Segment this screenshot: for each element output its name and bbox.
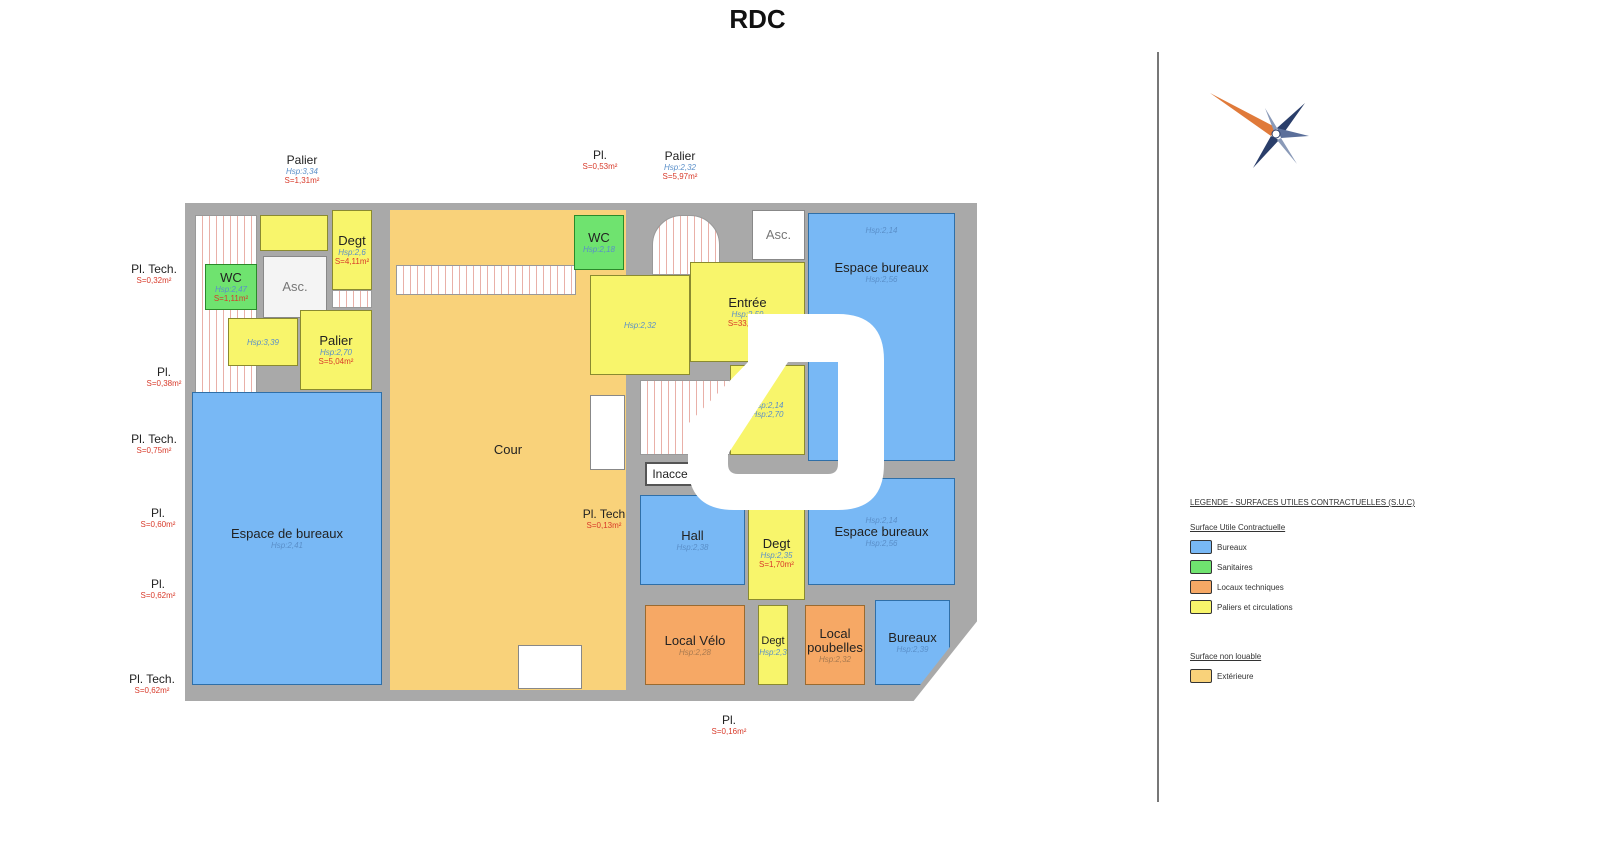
legend-swatch <box>1190 669 1212 683</box>
steps-cour <box>396 265 576 295</box>
room-palier-mid: Palier Hsp:2,70 S=5,04m² <box>300 310 372 390</box>
room-corridor: Hsp:2,32 <box>590 275 690 375</box>
annotation-pl-tech-2: Pl. Tech. S=0,75m² <box>131 432 177 455</box>
elevator-left: Asc. <box>263 256 327 318</box>
legend-item-locaux-techniques: Locaux techniques <box>1190 580 1415 594</box>
room-local-velo: Local Vélo Hsp:2,28 <box>645 605 745 685</box>
annotation-pl-tech-1: Pl. Tech. S=0,32m² <box>131 262 177 285</box>
legend-group-non-louable: Surface non louable <box>1190 652 1262 661</box>
room-degt-bottom: Degt Hsp:2,3 <box>758 605 788 685</box>
room-wc-left: WC Hsp:2,47 S=1,11m² <box>205 264 257 310</box>
legend-title: LEGENDE - SURFACES UTILES CONTRACTUELLES… <box>1190 498 1415 507</box>
room-local-poubelles: Local poubelles Hsp:2,32 <box>805 605 865 685</box>
divider-line <box>1157 52 1159 802</box>
light-well <box>590 395 625 470</box>
room-degt-mid: Degt Hsp:2,35 S=1,70m² <box>748 505 805 600</box>
cour-opening <box>518 645 582 689</box>
annotation-pl-2: Pl. S=0,60m² <box>140 506 176 529</box>
elevator-right: Asc. <box>752 210 805 260</box>
compass-rose-icon <box>1210 93 1309 168</box>
legend: LEGENDE - SURFACES UTILES CONTRACTUELLES… <box>1190 498 1415 689</box>
annotation-pl-top: Pl. S=0,53m² <box>582 148 618 171</box>
legend-swatch <box>1190 600 1212 614</box>
page-title: RDC <box>729 4 786 34</box>
legend-swatch <box>1190 540 1212 554</box>
room-espace-de-bureaux: Espace de bureaux Hsp:2,41 <box>192 392 382 685</box>
legend-group-suc: Surface Utile Contractuelle <box>1190 523 1286 532</box>
brand-logo-watermark-icon <box>688 314 884 510</box>
legend-item-paliers: Paliers et circulations <box>1190 600 1415 614</box>
palier-top-left <box>260 215 328 251</box>
annotation-pl-bottom: Pl. S=0,16m² <box>711 713 747 736</box>
room-degt-top: Degt Hsp:2,6 S=4,11m² <box>332 210 372 290</box>
room-palier-small: Hsp:3,39 <box>228 318 298 366</box>
legend-item-sanitaires: Sanitaires <box>1190 560 1415 574</box>
room-hall: Hall Hsp:2,38 <box>640 495 745 585</box>
room-label-group: Espace bureaux Hsp:2,56 <box>834 260 929 285</box>
annotation-pl-tech-3: Pl. Tech. S=0,62m² <box>129 672 175 695</box>
annotation-pl-tech-cour: Pl. Tech S=0,13m² <box>582 507 626 530</box>
annotation-palier-top-left: Palier Hsp:3,34 S=1,31m² <box>284 153 320 185</box>
legend-item-bureaux: Bureaux <box>1190 540 1415 554</box>
legend-swatch <box>1190 580 1212 594</box>
steps <box>332 290 372 308</box>
legend-swatch <box>1190 560 1212 574</box>
room-bureaux: Bureaux Hsp:2,39 <box>875 600 950 685</box>
annotation-pl-3: Pl. S=0,62m² <box>140 577 176 600</box>
legend-item-exterieure: Extérieure <box>1190 669 1415 683</box>
annotation-pl-1: Pl. S=0,38m² <box>146 365 182 388</box>
room-wc-right: WC Hsp:2,18 <box>574 215 624 270</box>
room-inaccessible: Inacce <box>645 462 695 486</box>
annotation-palier-top: Palier Hsp:2,32 S=5,97m² <box>662 149 698 181</box>
